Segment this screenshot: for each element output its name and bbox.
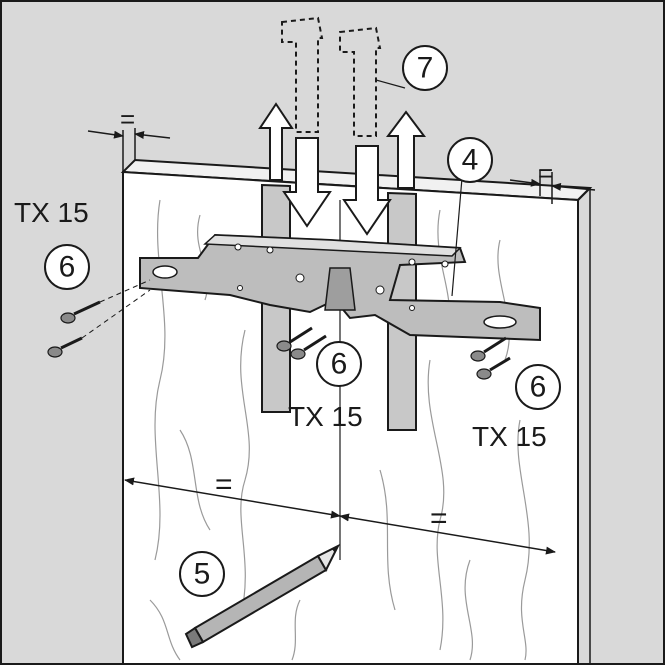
pencil-icon: [184, 543, 341, 649]
callout-7: 7: [402, 45, 448, 91]
screw-left-upper: [60, 300, 101, 324]
callout-4: 4: [447, 137, 493, 183]
dimension-mark-top-right: =: [538, 158, 553, 188]
tool-label-left: TX 15: [14, 197, 89, 228]
callout-6-center-label: 6: [331, 348, 348, 381]
movement-arrows: [258, 102, 426, 236]
callout-5: 5: [179, 551, 225, 597]
screw-center-1: [276, 326, 313, 352]
arrow-down-left: [282, 137, 332, 228]
callout-7-label: 7: [417, 52, 434, 85]
screws: [47, 300, 511, 380]
callout-4-label: 4: [462, 144, 479, 177]
dimension-mark-bottom-right: =: [430, 502, 448, 535]
screw-right-upper: [470, 336, 507, 362]
arrow-down-right: [342, 145, 392, 236]
screw-guide-line: [81, 289, 151, 339]
dimension-mark-bottom-left: =: [215, 468, 233, 501]
tool-label-center: TX 15: [288, 401, 363, 432]
dashed-components: [281, 16, 382, 137]
arrow-up-right: [386, 110, 426, 189]
leader-lines: [375, 79, 463, 297]
screw-center-2: [290, 334, 327, 360]
tool-label-right: TX 15: [472, 421, 547, 452]
mounting-bracket: [139, 233, 541, 342]
screw-left-lower: [47, 336, 83, 358]
callout-6-right-label: 6: [530, 371, 547, 404]
screw-right-lower: [476, 356, 511, 380]
arrow-up-left: [258, 102, 294, 181]
dimension-mark-top-left: =: [120, 104, 135, 134]
callout-6-left-label: 6: [59, 251, 76, 284]
dimension-lines: [87, 128, 596, 555]
callout-6-center: 6: [316, 341, 362, 387]
screw-guide-line: [99, 279, 151, 303]
callout-6-left: 6: [44, 244, 90, 290]
callout-6-right: 6: [515, 364, 561, 410]
callout-5-label: 5: [194, 558, 211, 591]
